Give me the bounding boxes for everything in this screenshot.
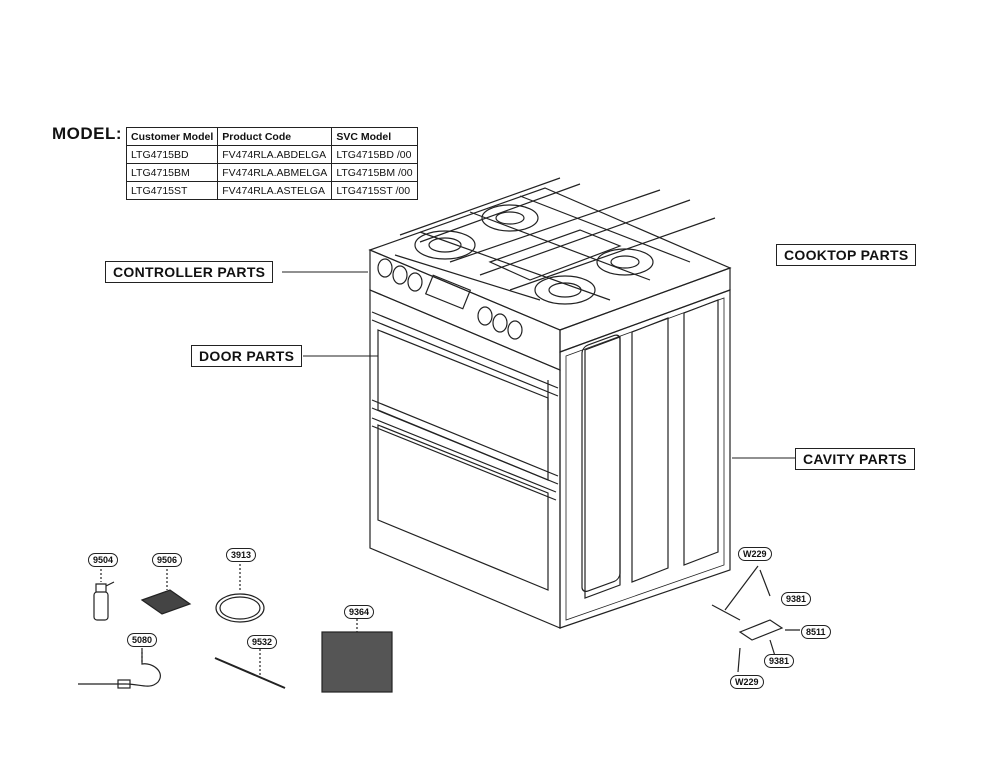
oven-side [559,289,731,629]
product-code-cell: FV474RLA.ABMELGA [217,163,333,182]
part-tag-3913: 3913 [226,548,257,562]
gas-hose [78,644,161,689]
part-tag-8511: 8511 [801,625,831,639]
cavity-parts-label: CAVITY PARTS [795,448,915,470]
svc-model-cell: LTG4715BD /00 [331,145,418,164]
part-tag-9381-top: 9381 [781,592,812,606]
part-tag-5080: 5080 [127,633,158,647]
control-knobs [377,258,523,340]
product-code-cell: FV474RLA.ASTELGA [217,181,333,200]
cooktop-parts-label: COOKTOP PARTS [776,244,917,266]
spray-bottle [93,565,115,621]
door-parts-label: DOOR PARTS [191,345,303,367]
header-product-code: Product Code [217,127,333,146]
svc-model-cell: LTG4715BM /00 [331,163,418,182]
part-tag-9364: 9364 [344,605,375,619]
svc-model-cell: LTG4715ST /00 [331,181,418,200]
part-tag-w229-bottom: W229 [730,675,764,689]
model-table-header: Customer Model Product Code SVC Model [125,127,418,146]
table-row: LTG4715ST FV474RLA.ASTELGA LTG4715ST /00 [125,181,418,200]
part-tag-w229-top: W229 [738,547,772,561]
model-table: Customer Model Product Code SVC Model LT… [125,127,418,200]
part-tag-9504: 9504 [88,553,119,567]
oven-front [369,289,561,629]
header-customer-model: Customer Model [125,127,219,146]
anti-tip-bracket [711,565,800,673]
part-tag-9506: 9506 [152,553,183,567]
model-label: MODEL: [52,124,123,143]
table-row: LTG4715BD FV474RLA.ABDELGA LTG4715BD /00 [125,145,418,164]
rod [214,645,286,689]
controller-parts-label: CONTROLLER PARTS [105,261,274,283]
mesh-panel [321,615,393,693]
wok-ring [215,560,265,623]
part-tag-9532: 9532 [247,635,278,649]
scrub-pad [140,565,192,615]
part-tag-9381-bottom: 9381 [764,654,795,668]
customer-model-cell: LTG4715ST [125,181,219,200]
